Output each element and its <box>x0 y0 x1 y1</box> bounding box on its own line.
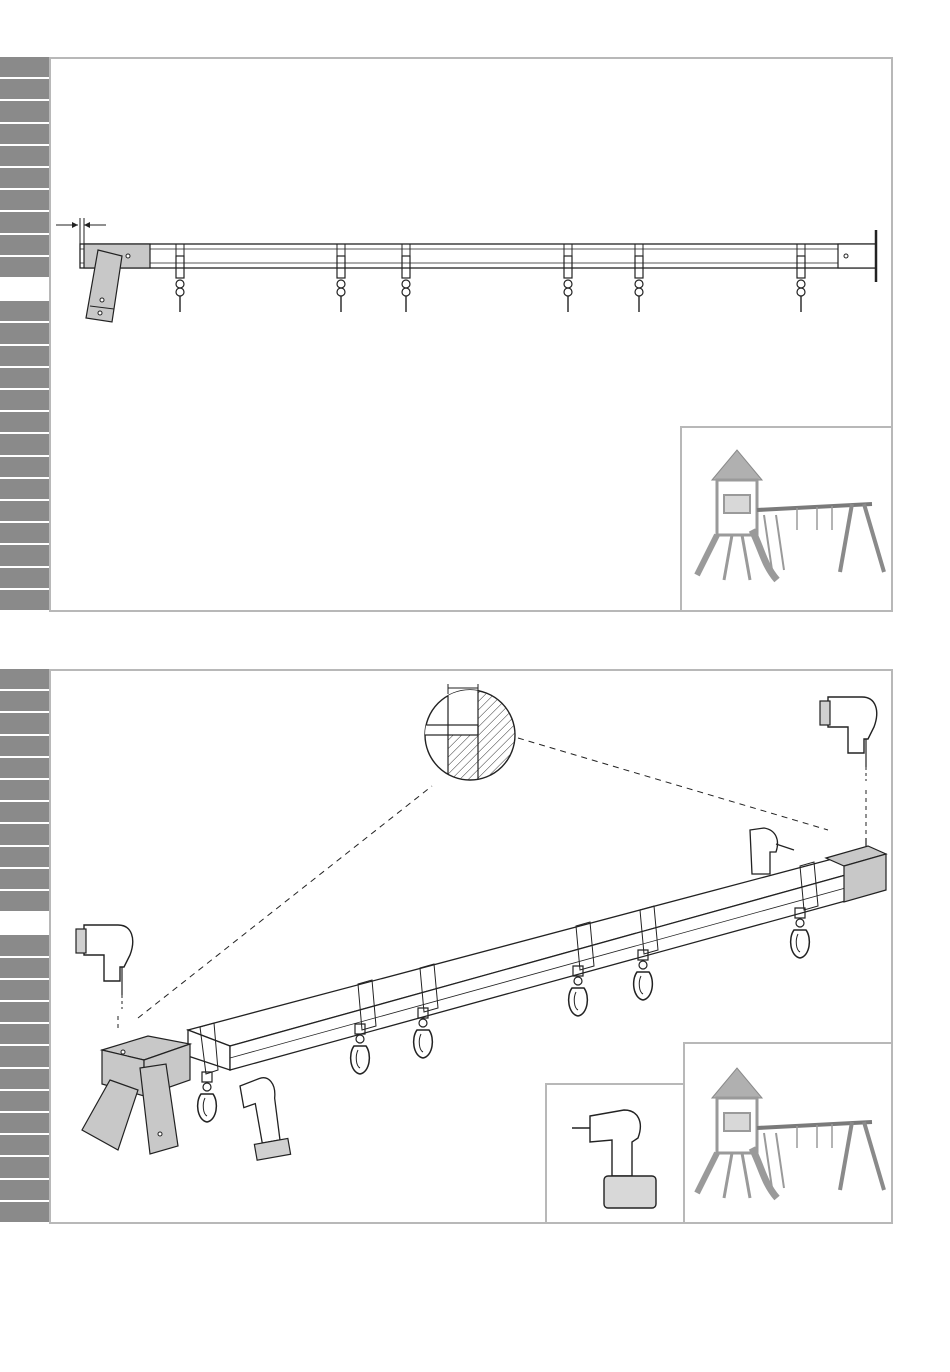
beam-side-view <box>56 218 876 322</box>
overview-thumbnail-bottom <box>684 1043 892 1223</box>
overview-thumbnail-top <box>681 427 892 611</box>
detail-magnifier-icon <box>420 684 518 788</box>
